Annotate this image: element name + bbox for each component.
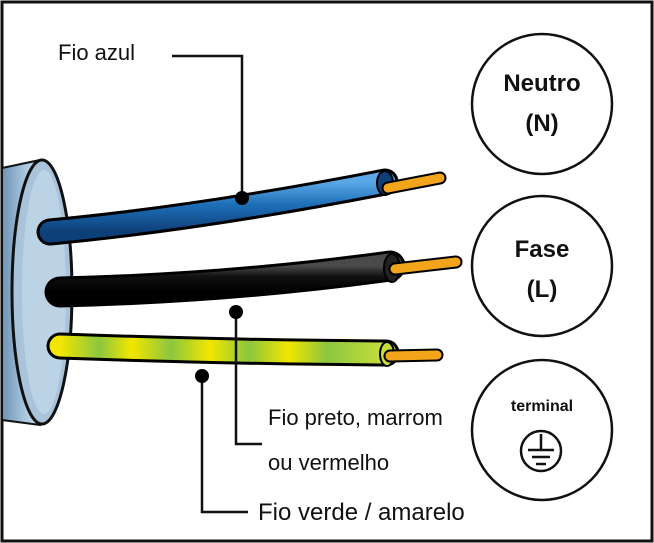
neutral-terminal-name: Neutro [503, 70, 581, 97]
blue-wire [36, 168, 447, 246]
blue-wire-leader [172, 54, 244, 198]
live-wire-leader [234, 312, 262, 446]
earth-wire-leader [200, 376, 248, 514]
live-terminal [470, 194, 614, 338]
live-wire-marker [229, 305, 243, 319]
earth-terminal-label: terminal [510, 398, 574, 415]
live-wire-label-line2: ou vermelho [268, 450, 390, 475]
live-terminal-name: Fase [514, 236, 570, 263]
neutral-terminal [470, 32, 614, 176]
earth-wire [46, 332, 444, 367]
live-wire-label-line1: Fio preto, marrom [268, 405, 443, 430]
blue-wire-marker [235, 191, 249, 205]
black-wire [44, 250, 463, 308]
live-terminal-code: (L) [526, 276, 558, 303]
leader-lines [172, 54, 262, 514]
earth-ground-icon [519, 429, 563, 473]
earth-wire-marker [195, 369, 209, 383]
neutral-terminal-code: (N) [525, 110, 559, 137]
earth-wire-label: Fio verde / amarelo [258, 499, 465, 526]
blue-wire-label: Fio azul [58, 40, 136, 65]
